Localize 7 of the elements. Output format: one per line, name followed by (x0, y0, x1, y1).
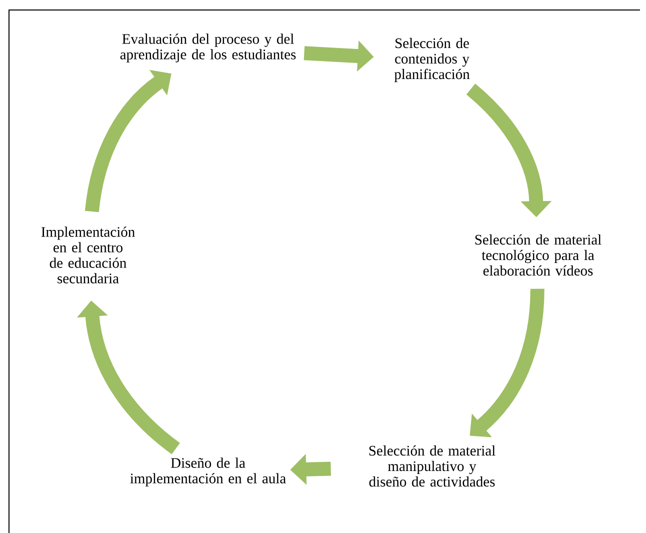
step-text: Selección de material tecnológico para la elaboración vídeos (475, 234, 602, 276)
step-text: Selección de contenidos y planificación (394, 38, 470, 82)
arrow (470, 288, 544, 438)
step-text: Evaluación del proceso y del aprendizaje de los estudiantes (120, 34, 296, 62)
step-text: Implementación en el centro de educación secundaria (41, 226, 135, 284)
step-text: Selección de material manipulativo y diseño de actividades (369, 445, 496, 487)
step-text: Diseño de la implementación en el aula (130, 458, 286, 486)
